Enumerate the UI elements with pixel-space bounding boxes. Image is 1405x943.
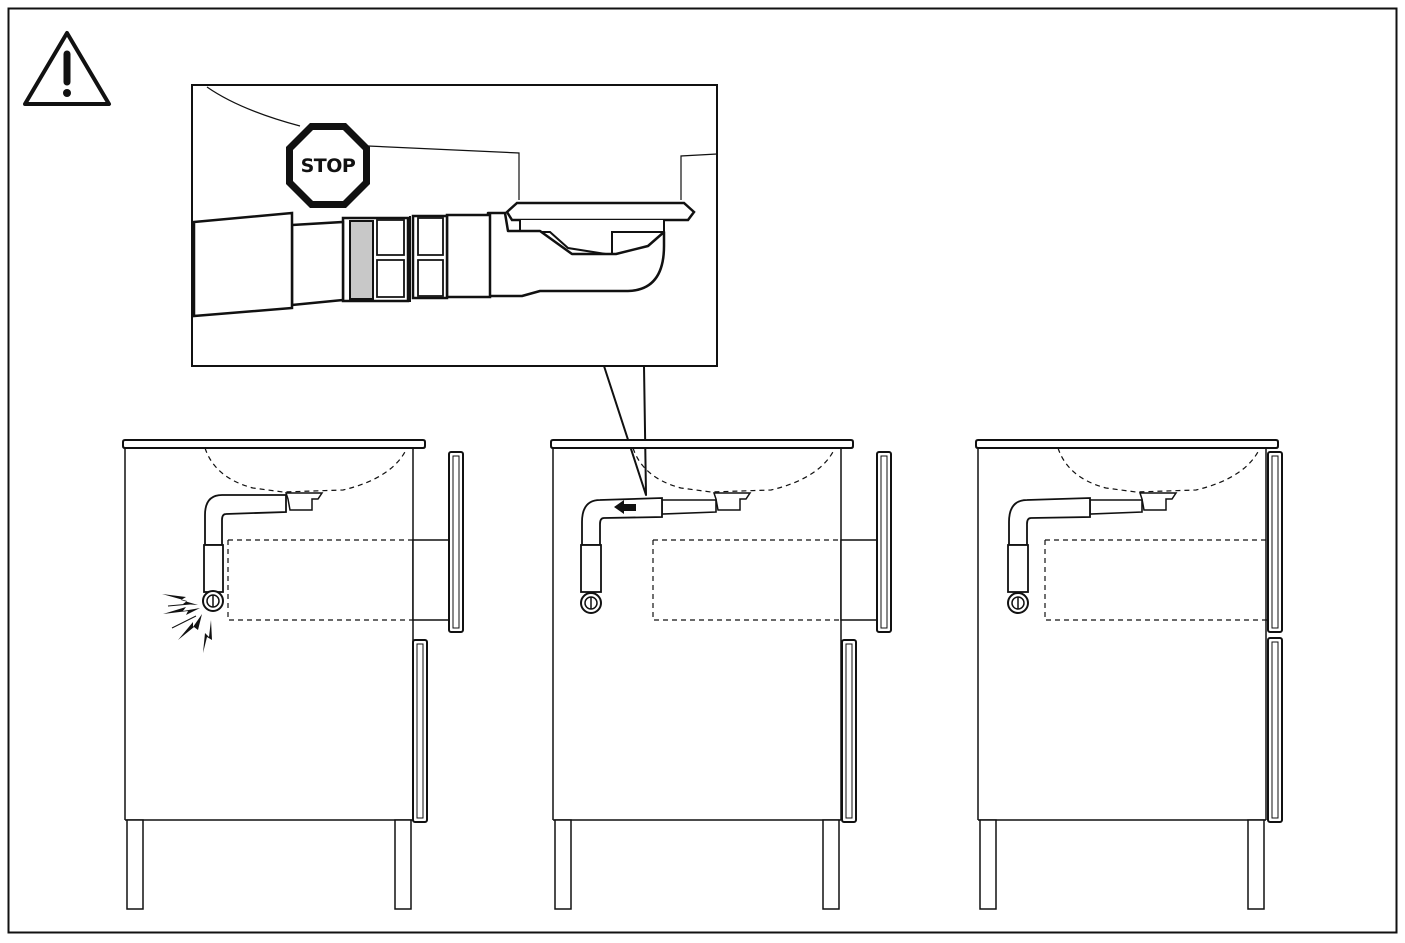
panel-correct-adjustment (550, 439, 892, 910)
arrow-left-icon (614, 500, 636, 514)
panel-incorrect-install (122, 439, 464, 910)
warning-triangle-icon (23, 31, 111, 106)
stop-sign-label: STOP (301, 155, 356, 177)
stop-sign-icon: STOP (286, 123, 370, 208)
page-border (7, 7, 1398, 934)
lightning-spark-icon (162, 594, 212, 653)
detail-callout: STOP (191, 84, 718, 496)
seal-band-highlight (349, 220, 374, 300)
panel-final-position (975, 439, 1283, 910)
